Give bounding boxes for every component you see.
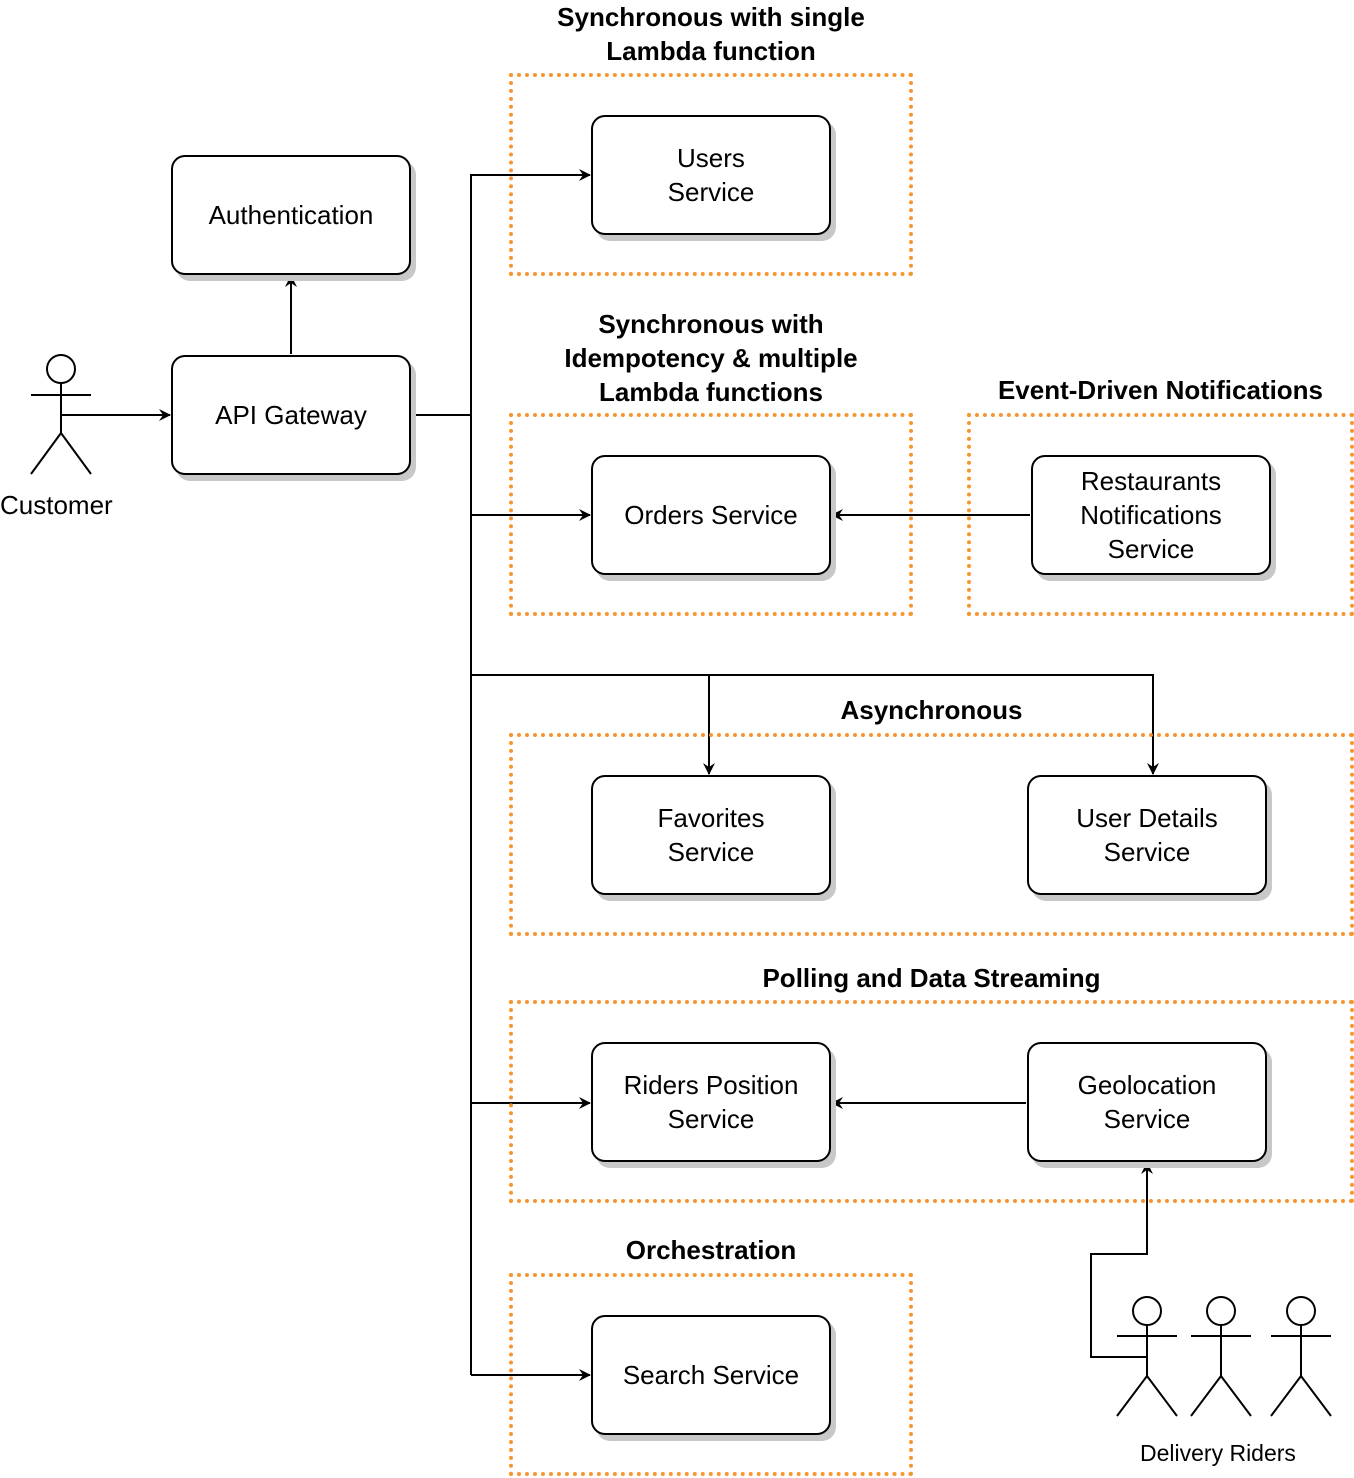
search-service-node[interactable]: Search Service xyxy=(591,1315,831,1435)
users-service-label: Users Service xyxy=(667,143,755,207)
group-sync-idempotency xyxy=(509,413,913,616)
group-title-orchestration: Orchestration xyxy=(625,1235,797,1265)
riders-position-service-node[interactable]: Riders Position Service xyxy=(591,1042,831,1162)
group-title-sync-single: Synchronous with single Lambda function xyxy=(557,2,865,66)
user-details-service-label: User Details Service xyxy=(1076,803,1218,867)
authentication-node[interactable]: Authentication xyxy=(171,155,411,275)
delivery-rider-icon xyxy=(1190,1296,1252,1417)
api-gateway-label: API Gateway xyxy=(215,400,367,430)
edge-to-user-details-service xyxy=(709,674,1159,775)
authentication-label: Authentication xyxy=(208,200,374,230)
favorites-service-label: Favorites Service xyxy=(657,803,765,867)
delivery-rider-icon xyxy=(1270,1296,1332,1417)
delivery-rider-icon xyxy=(1116,1296,1178,1417)
group-polling xyxy=(509,1000,1354,1203)
group-title-polling: Polling and Data Streaming xyxy=(762,963,1101,993)
orders-service-node[interactable]: Orders Service xyxy=(591,455,831,575)
edge-to-users-service xyxy=(470,169,591,415)
group-title-sync-idempotency: Synchronous with Idempotency & multiple … xyxy=(564,309,858,407)
group-title-asynchronous: Asynchronous xyxy=(840,695,1023,725)
users-service-node[interactable]: Users Service xyxy=(591,115,831,235)
user-details-service-node[interactable]: User Details Service xyxy=(1027,775,1267,895)
group-event-driven xyxy=(967,413,1354,616)
customer-label: Customer xyxy=(0,490,113,520)
geolocation-service-label: Geolocation Service xyxy=(1077,1070,1217,1134)
edge-riders-to-geolocation xyxy=(1090,1162,1153,1358)
orders-service-label: Orders Service xyxy=(624,500,798,530)
delivery-riders-label: Delivery Riders xyxy=(1140,1440,1296,1466)
search-service-label: Search Service xyxy=(622,1360,800,1390)
favorites-service-node[interactable]: Favorites Service xyxy=(591,775,831,895)
group-sync-single xyxy=(509,73,913,276)
restaurants-notifications-node[interactable]: Restaurants Notifications Service xyxy=(1031,455,1271,575)
edge-gateway-bus xyxy=(411,414,472,1375)
geolocation-service-node[interactable]: Geolocation Service xyxy=(1027,1042,1267,1162)
group-asynchronous xyxy=(509,733,1354,936)
restaurants-notifications-label: Restaurants Notifications Service xyxy=(1080,466,1222,564)
group-orchestration xyxy=(509,1273,913,1476)
riders-position-service-label: Riders Position Service xyxy=(623,1070,799,1134)
api-gateway-node[interactable]: API Gateway xyxy=(171,355,411,475)
customer-actor-icon xyxy=(30,354,92,475)
group-title-event-driven: Event-Driven Notifications xyxy=(997,375,1324,405)
